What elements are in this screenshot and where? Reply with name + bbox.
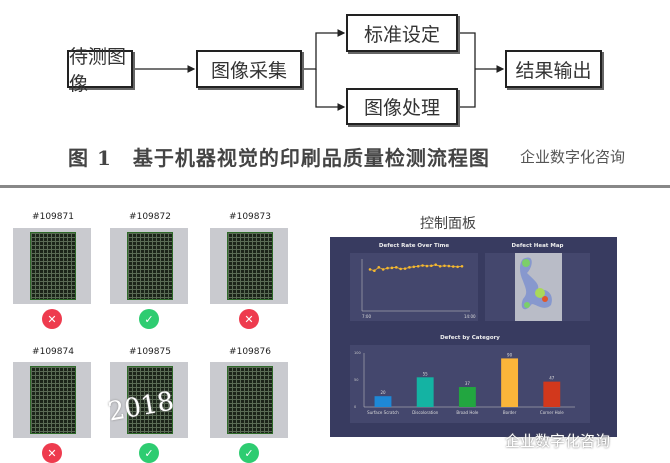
bar: [458, 387, 476, 407]
node-standard-setting: 标准设定: [346, 14, 458, 52]
pcb-image[interactable]: [210, 228, 288, 304]
figure-caption: 图 1 基于机器视觉的印刷品质量检测流程图: [68, 146, 490, 170]
y-tick-label: 50: [354, 378, 358, 382]
data-point: [390, 266, 394, 270]
pcb-image[interactable]: [13, 228, 91, 304]
heatmap-panel: Defect Heat Map: [485, 243, 590, 321]
category-label: Border: [503, 410, 517, 415]
category-label: Surface Scratch: [367, 410, 399, 415]
data-point: [377, 266, 381, 269]
x-icon: ✕: [42, 309, 62, 329]
data-point: [425, 264, 429, 268]
data-point: [412, 265, 416, 269]
check-icon: ✓: [239, 443, 259, 463]
heatmap-title: Defect Heat Map: [511, 243, 564, 249]
line-series: [369, 264, 463, 272]
sample-id: #109876: [229, 347, 271, 357]
data-point: [408, 266, 411, 269]
data-point: [447, 264, 451, 268]
y-tick-label: 100: [354, 351, 361, 355]
node-image-processing: 图像处理: [346, 88, 458, 125]
line-chart-title: Defect Rate Over Time: [378, 243, 450, 249]
sample-id: #109871: [32, 212, 74, 222]
data-point: [394, 266, 398, 269]
data-point: [451, 265, 455, 268]
pcb-image[interactable]: [110, 362, 188, 438]
sample-id: #109875: [129, 347, 171, 357]
pcb-image[interactable]: [13, 362, 91, 438]
line-chart-panel: Defect Rate Over Time 7:00 14:00: [350, 243, 478, 321]
data-point: [368, 268, 372, 271]
x-icon: ✕: [239, 309, 259, 329]
category-label: Broad Hole: [456, 410, 479, 415]
divider: [0, 185, 670, 188]
x-icon: ✕: [42, 443, 62, 463]
category-label: Discoloration: [412, 410, 439, 415]
data-point: [381, 268, 385, 271]
bar: [501, 358, 519, 407]
x-tick-label: 14:00: [464, 314, 476, 319]
data-point: [434, 263, 438, 267]
data-point: [430, 264, 433, 268]
dashboard: Defect Rate Over Time 7:00 14:00 Defect H…: [330, 237, 617, 437]
node-image-acquisition: 图像采集: [196, 50, 302, 88]
flow-connectors: [132, 29, 505, 111]
data-point: [416, 264, 420, 268]
data-point: [373, 269, 376, 272]
bar: [416, 377, 434, 407]
x-tick-label: 7:00: [362, 314, 371, 319]
bar-value-label: 20: [380, 390, 386, 395]
sample-id: #109874: [32, 347, 74, 357]
bar: [374, 396, 392, 407]
node-image-under-test: 待测图像: [67, 46, 133, 95]
pcb-image[interactable]: [210, 362, 288, 438]
bar-value-label: 37: [465, 381, 471, 386]
y-tick-label: 0: [354, 405, 356, 409]
sample-id: #109873: [229, 212, 271, 222]
heatmap: [515, 253, 562, 321]
line-chart: 7:00 14:00: [361, 259, 476, 319]
bar-value-label: 47: [549, 376, 555, 381]
data-point: [386, 266, 389, 270]
data-point: [460, 264, 464, 268]
pcb-image[interactable]: [110, 228, 188, 304]
node-result-output: 结果输出: [505, 50, 602, 88]
data-point: [399, 267, 402, 271]
category-label: Corner Hole: [540, 410, 564, 415]
sample-id: #109872: [129, 212, 171, 222]
dashboard-title: 控制面板: [420, 216, 476, 232]
data-point: [438, 264, 442, 268]
bar-value-label: 55: [423, 371, 429, 376]
bar-chart-title: Defect by Category: [440, 335, 500, 341]
check-icon: ✓: [139, 443, 159, 463]
data-point: [403, 267, 407, 270]
bar-value-label: 90: [507, 352, 513, 357]
data-point: [456, 265, 459, 269]
data-point: [421, 264, 424, 267]
watermark-bottom: 企业数字化咨询: [505, 432, 611, 450]
watermark: 企业数字化咨询: [520, 148, 626, 166]
data-point: [443, 264, 446, 268]
bar: [543, 381, 561, 407]
check-icon: ✓: [139, 309, 159, 329]
